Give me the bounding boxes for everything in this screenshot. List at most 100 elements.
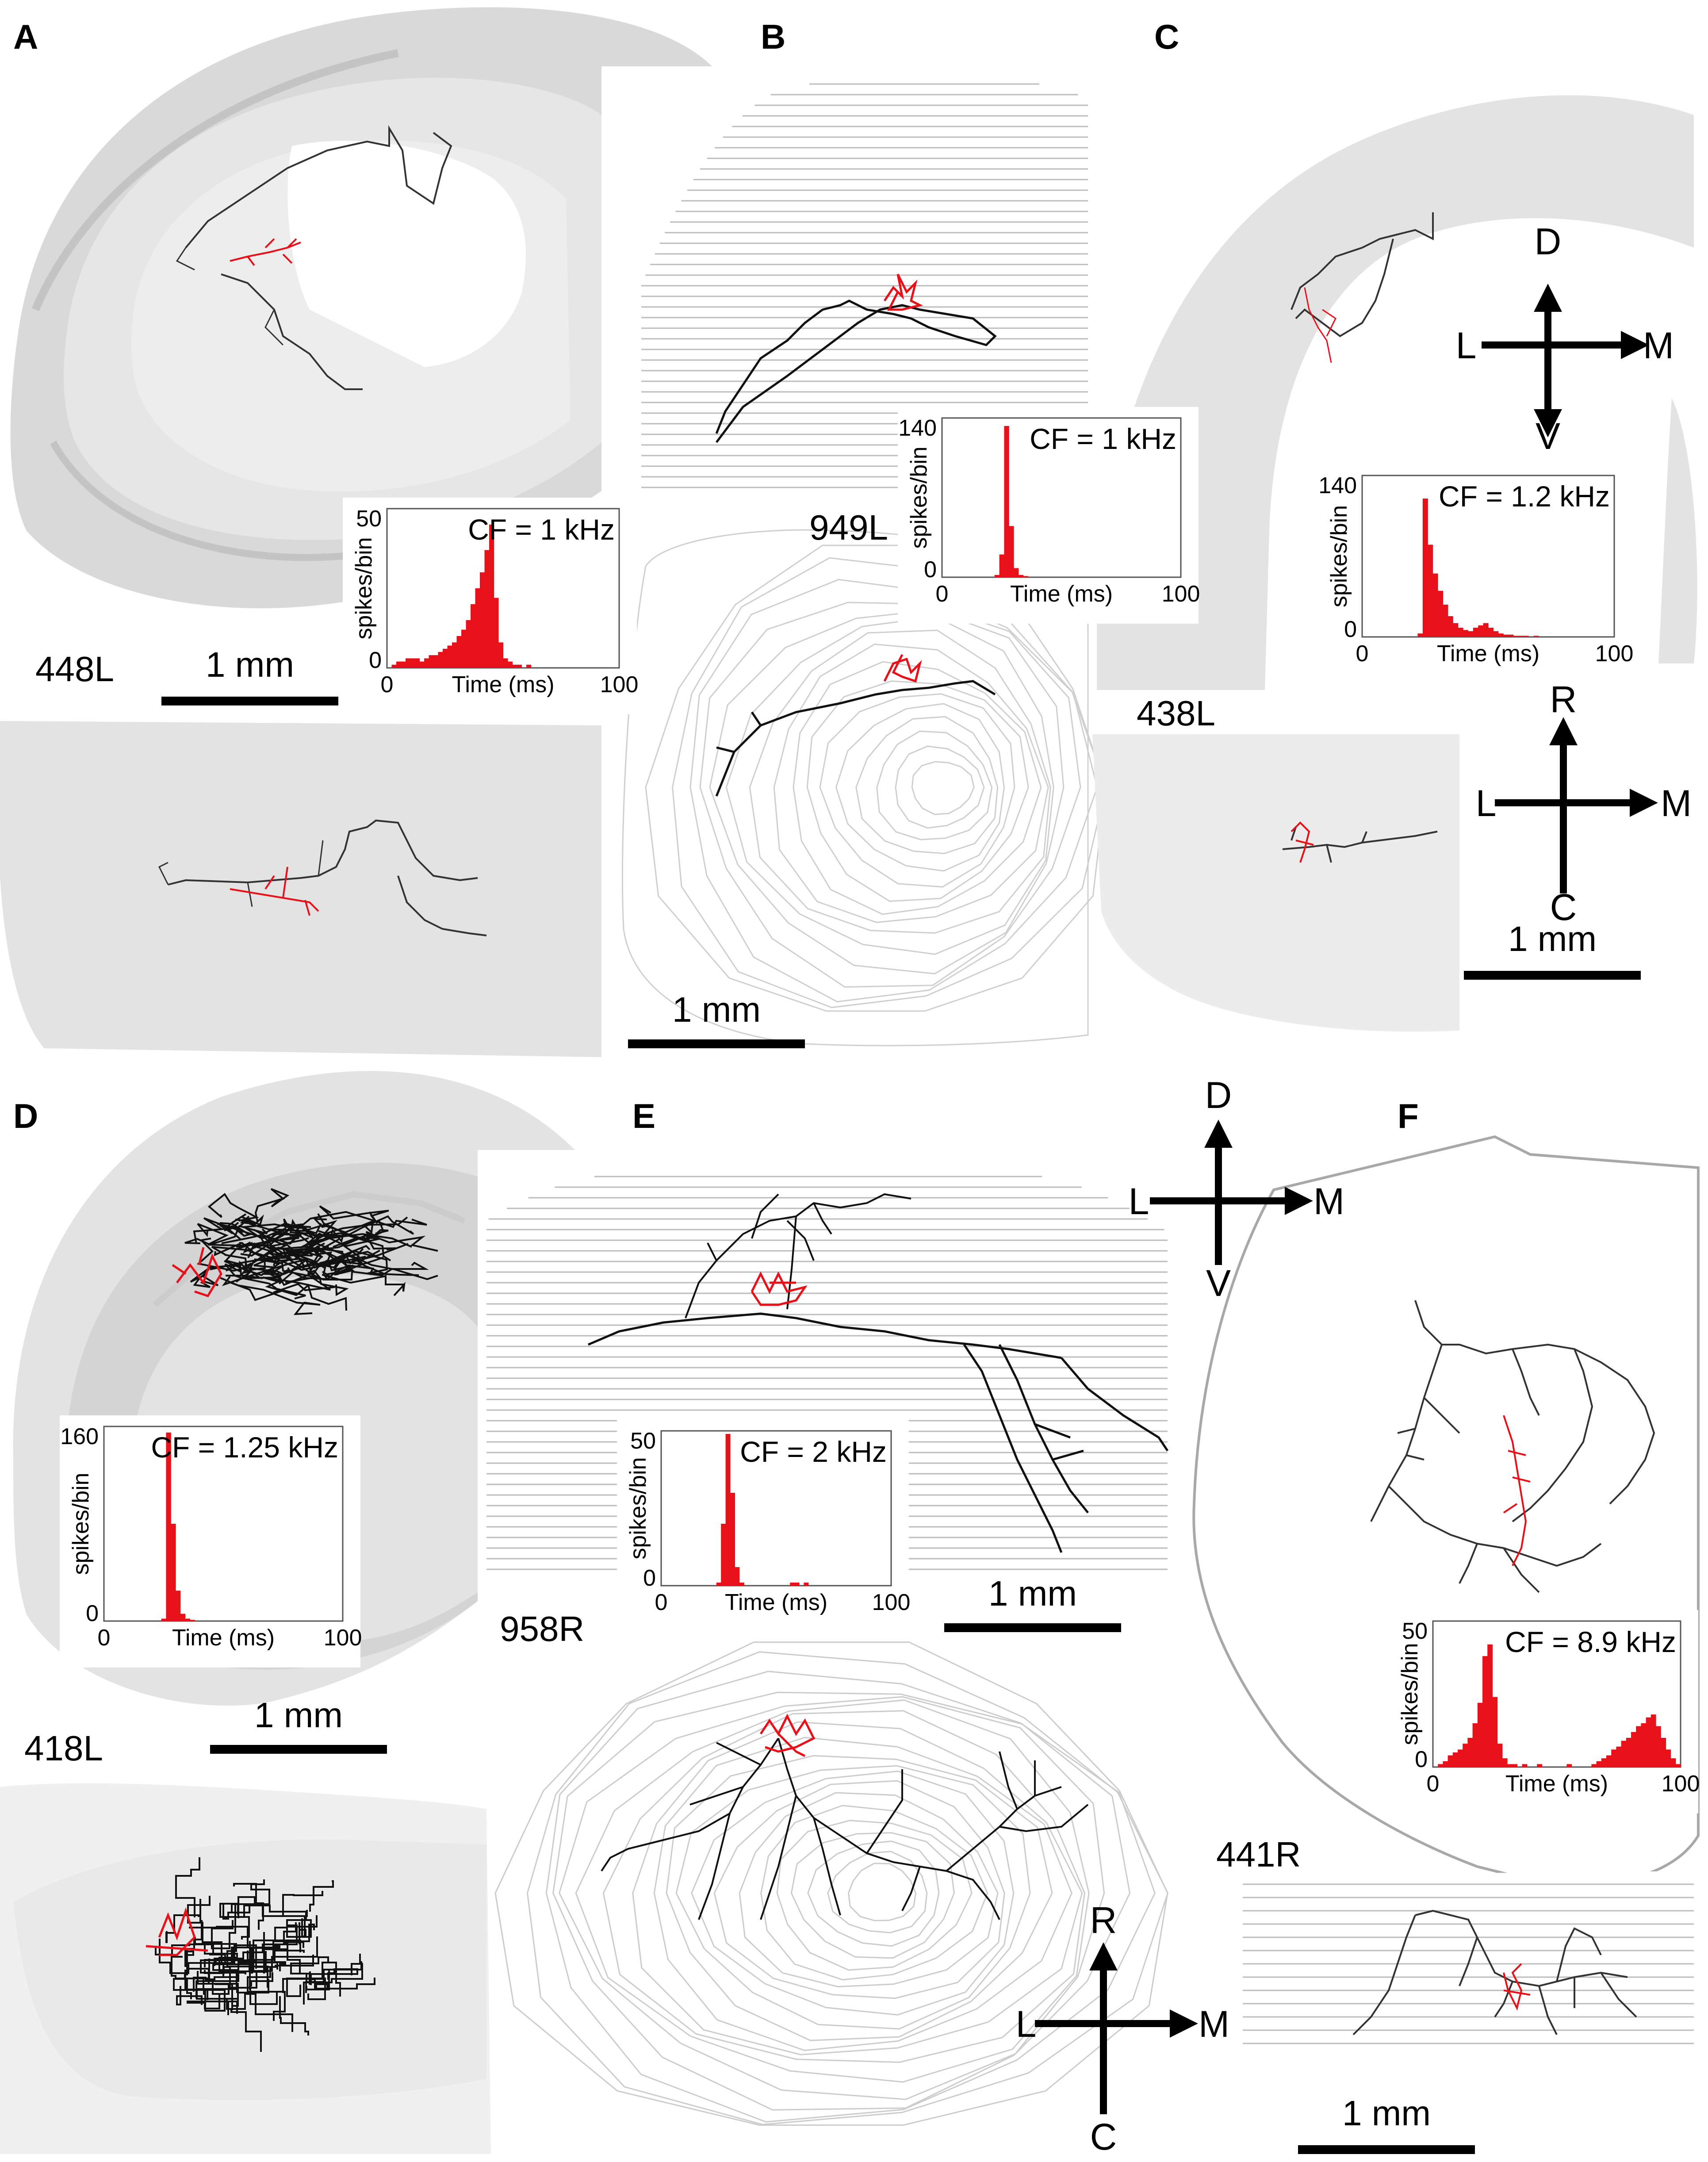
- psth-c-bar: [1493, 631, 1499, 637]
- psth-d-bar: [180, 1614, 186, 1621]
- psth-c-bar: [1453, 623, 1459, 637]
- psth-f-bar: [1601, 1758, 1607, 1767]
- psth-b-ymin: 0: [924, 557, 937, 583]
- psth-d-xtick-1: 100: [324, 1625, 362, 1651]
- psth-c-bar: [1498, 633, 1504, 637]
- panel-f-horizontal-section: [1234, 1871, 1698, 2057]
- psth-c-bar: [1513, 636, 1519, 637]
- psth-f-bar: [1616, 1746, 1622, 1767]
- panel-label-f: F: [1398, 1096, 1419, 1135]
- compass-f-horizontal: R C L M: [1016, 1899, 1229, 2158]
- compass-c2-top: R: [1550, 678, 1577, 720]
- psth-b-bar: [1014, 568, 1019, 577]
- psth-b-bar: [1004, 426, 1009, 577]
- psth-a-bar: [443, 648, 448, 668]
- scale-text-d: 1 mm: [254, 1695, 343, 1735]
- psth-f-bar: [1656, 1726, 1661, 1767]
- psth-a-bar: [396, 661, 402, 668]
- psth-a-bar: [503, 658, 508, 668]
- psth-f-bar: [1675, 1764, 1681, 1767]
- psth-f-xlabel: Time (ms): [1505, 1771, 1608, 1797]
- compass-f-bottom: C: [1090, 2116, 1117, 2158]
- psth-a-bar: [484, 550, 490, 668]
- psth-a-bar: [494, 598, 499, 668]
- psth-e-ymin: 0: [643, 1565, 656, 1591]
- psth-f-bar: [1507, 1764, 1513, 1767]
- psth-c-background: [1318, 464, 1632, 683]
- psth-c-cf: CF = 1.2 kHz: [1439, 480, 1610, 513]
- psth-f-bar: [1472, 1723, 1478, 1767]
- psth-d-bar: [185, 1618, 190, 1621]
- psth-c-bar: [1458, 628, 1463, 637]
- psth-b-bar: [994, 575, 1000, 577]
- panel-label-e: E: [632, 1096, 655, 1135]
- psth-f-bar: [1611, 1749, 1616, 1767]
- psth-f-bar: [1438, 1764, 1443, 1767]
- compass-c2-bottom: C: [1550, 886, 1577, 928]
- psth-a-bar: [424, 658, 429, 668]
- psth-f-bar: [1646, 1717, 1651, 1767]
- psth-d-background: [60, 1415, 360, 1668]
- psth-a-xtick-1: 100: [600, 672, 639, 698]
- psth-a-xlabel: Time (ms): [452, 672, 554, 698]
- psth-c-bar: [1422, 498, 1428, 637]
- psth-a-bar: [480, 572, 485, 668]
- psth-c-bar: [1533, 636, 1539, 637]
- psth-f-bar: [1502, 1758, 1508, 1767]
- psth-c-bar: [1463, 630, 1468, 637]
- psth-a-bar: [438, 652, 443, 668]
- psth-c-xtick-0: 0: [1356, 641, 1369, 667]
- psth-a-ymin: 0: [369, 648, 382, 673]
- psth-b-xtick-0: 0: [936, 581, 949, 607]
- compass-c2-left: L: [1476, 782, 1497, 824]
- psth-f-ymin: 0: [1415, 1747, 1428, 1772]
- psth-e-cf: CF = 2 kHz: [740, 1435, 887, 1468]
- scale-text-e: 1 mm: [988, 1574, 1077, 1613]
- psth-a-bar: [419, 661, 425, 668]
- psth-f-bar: [1641, 1723, 1647, 1767]
- psth-f-bar: [1452, 1752, 1458, 1767]
- panel-label-b: B: [761, 17, 785, 56]
- psth-c-bar: [1523, 636, 1529, 637]
- panel-c-transverse-section: [1097, 95, 1697, 690]
- psth-a-ylabel: spikes/bin: [351, 537, 377, 639]
- psth-a-bar: [471, 604, 476, 668]
- psth-c-xtick-1: 100: [1595, 641, 1634, 667]
- panel-a-transverse-neuron: [176, 125, 452, 390]
- psth-f-bar: [1448, 1755, 1453, 1767]
- psth-d-bar: [176, 1591, 181, 1621]
- psth-d-bar: [190, 1620, 195, 1621]
- psth-f-bar: [1458, 1749, 1463, 1767]
- psth-d-bar: [161, 1618, 166, 1621]
- psth-f-bar: [1537, 1764, 1542, 1767]
- psth-f-bar: [1651, 1714, 1656, 1767]
- psth-f-bar: [1661, 1738, 1666, 1767]
- psth-c-xlabel: Time (ms): [1437, 641, 1539, 667]
- psth-b-xtick-1: 100: [1162, 581, 1200, 607]
- psth-b-xlabel: Time (ms): [1010, 581, 1113, 607]
- compass-c-top: D: [1535, 221, 1562, 262]
- psth-c-ymax: 140: [1318, 473, 1357, 498]
- psth-e-bar: [730, 1493, 735, 1586]
- psth-f-bar: [1482, 1656, 1488, 1767]
- psth-e-bar: [739, 1583, 744, 1586]
- psth-a-bar: [466, 620, 471, 668]
- psth-c-bar: [1443, 605, 1448, 637]
- psth-a-bar: [461, 629, 467, 668]
- psth-b-bar: [1018, 575, 1024, 577]
- panel-b: B 949L 1 mm: [621, 17, 1107, 1048]
- compass-e-left: L: [1129, 1181, 1149, 1222]
- panel-label-a: A: [13, 17, 38, 56]
- neuron-id-e: 958R: [500, 1609, 584, 1648]
- psth-c-bar: [1483, 623, 1489, 637]
- psth-a-bar: [406, 658, 411, 668]
- psth-a-bar: [475, 588, 480, 668]
- psth-d-frame: [103, 1426, 344, 1622]
- psth-f-bar: [1566, 1764, 1572, 1767]
- psth-c-bar: [1518, 636, 1524, 637]
- compass-c-bottom: V: [1536, 415, 1560, 457]
